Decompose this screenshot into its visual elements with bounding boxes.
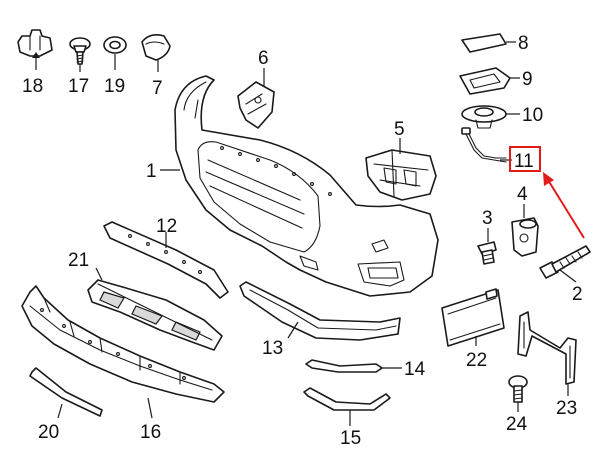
part-21-deflector (87, 279, 223, 351)
callout-21: 21 (68, 250, 89, 271)
callout-13: 13 (262, 338, 283, 359)
callout-6: 6 (258, 48, 269, 69)
callout-12: 12 (156, 216, 177, 237)
part-2-stud (539, 245, 591, 279)
callout-18: 18 (22, 76, 43, 97)
part-17-screw (69, 37, 91, 65)
callout-11: 11 (514, 151, 534, 172)
callout-8: 8 (518, 33, 529, 54)
part-4-sensor (511, 217, 539, 257)
callout-16: 16 (140, 422, 161, 443)
part-9-bezel (459, 67, 511, 95)
highlight-box (509, 146, 541, 172)
part-6-bracket (237, 81, 275, 129)
part-3-bolt (477, 241, 497, 265)
callout-2: 2 (572, 284, 583, 305)
callout-3: 3 (482, 208, 493, 229)
part-20-trim-strip (29, 367, 103, 417)
callout-1: 1 (146, 161, 157, 182)
part-11-wiring-harness (461, 127, 507, 163)
callout-10: 10 (522, 105, 543, 126)
part-24-bolt (508, 375, 528, 403)
callout-7: 7 (152, 78, 163, 99)
part-10-sensor-holder (461, 105, 507, 129)
highlight-part-11 (509, 146, 585, 239)
callout-labels: 18 17 19 7 6 1 5 8 9 10 11 4 3 2 12 21 1… (22, 33, 583, 449)
callout-22: 22 (466, 350, 487, 371)
part-18-clip (17, 29, 53, 57)
part-8-cover (461, 33, 507, 53)
part-16-spoiler (21, 285, 225, 403)
part-5-support (365, 149, 437, 201)
part-19-grommet (103, 36, 127, 54)
callout-15: 15 (340, 428, 361, 449)
highlight-arrowhead (543, 172, 554, 186)
callout-17: 17 (68, 76, 89, 97)
highlight-arrow (547, 179, 585, 239)
callout-20: 20 (38, 422, 59, 443)
callout-14: 14 (404, 359, 426, 380)
part-23-mount-bracket (517, 311, 577, 385)
part-13-grille-trim (239, 281, 401, 341)
part-1-bumper-cover (174, 75, 439, 297)
part-15-lower-strip (303, 387, 391, 411)
callout-19: 19 (104, 76, 125, 97)
part-7-cap (141, 34, 171, 61)
callout-9: 9 (522, 69, 533, 90)
callout-5: 5 (394, 119, 405, 140)
part-14-chrome-strip (305, 359, 383, 373)
callout-24: 24 (506, 414, 528, 435)
part-12-absorber (103, 221, 229, 299)
callout-4: 4 (517, 184, 528, 205)
part-22-plate-bracket (441, 288, 505, 347)
callout-23: 23 (556, 398, 577, 419)
